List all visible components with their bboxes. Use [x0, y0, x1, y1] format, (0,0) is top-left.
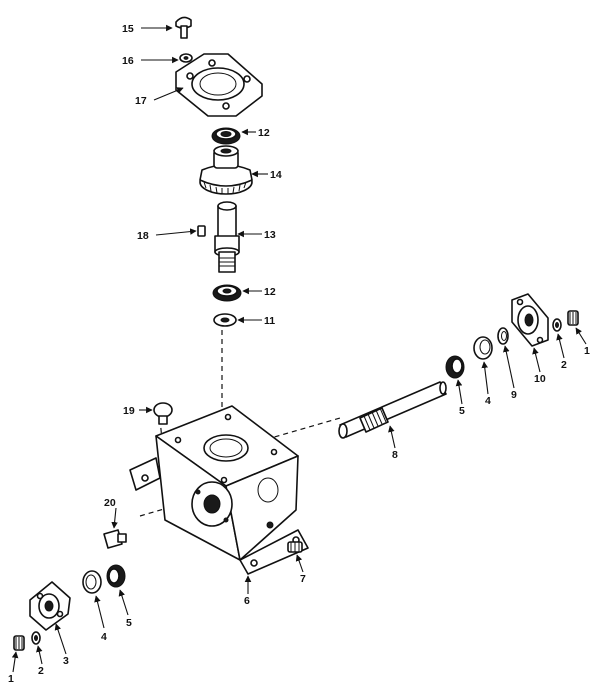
callout-20: 20 — [104, 497, 116, 509]
retaining-ring — [497, 327, 509, 345]
callout-9: 9 — [511, 389, 517, 401]
left-lock-washer — [31, 631, 41, 645]
right-cap-screw — [567, 310, 579, 326]
callout-1-right: 1 — [584, 345, 590, 357]
right-spacer — [473, 336, 493, 360]
callout-16: 16 — [122, 55, 134, 67]
callout-18: 18 — [137, 230, 149, 242]
left-cap-screw — [13, 635, 25, 651]
top-cap-screw — [175, 16, 192, 39]
cover-plate — [175, 53, 263, 117]
callout-8: 8 — [392, 449, 398, 461]
side-plug — [103, 529, 127, 549]
callout-5-right: 5 — [459, 405, 465, 417]
callout-12-upper: 12 — [258, 127, 270, 139]
callout-labels: 15 16 17 12 14 18 13 12 11 19 20 6 7 8 5… — [8, 23, 590, 685]
callout-7: 7 — [300, 573, 306, 585]
left-spacer — [82, 570, 102, 594]
callout-6: 6 — [244, 595, 250, 607]
callout-19: 19 — [123, 405, 135, 417]
bevel-gear — [199, 145, 253, 195]
callout-2-right: 2 — [561, 359, 567, 371]
left-end-flange — [29, 581, 71, 631]
top-lock-washer — [179, 53, 193, 63]
callout-10: 10 — [534, 373, 546, 385]
upper-bearing — [211, 127, 241, 145]
callout-11: 11 — [264, 315, 275, 327]
callout-14: 14 — [270, 169, 282, 181]
right-pinion-bearing — [445, 355, 465, 379]
callout-5-left: 5 — [126, 617, 132, 629]
shaft-key — [197, 225, 206, 237]
callout-4-right: 4 — [485, 395, 491, 407]
lower-bearing — [212, 284, 242, 302]
leader-lines — [11, 24, 587, 673]
input-shaft — [338, 381, 447, 439]
right-lock-washer — [552, 318, 562, 332]
gearbox-housing — [129, 405, 309, 575]
thrust-washer — [213, 313, 237, 327]
callout-2-left: 2 — [38, 665, 44, 677]
right-end-flange — [511, 293, 549, 347]
callout-15: 15 — [122, 23, 134, 35]
left-pinion-bearing — [106, 564, 126, 588]
drain-plug — [287, 541, 303, 553]
vertical-shaft — [214, 201, 240, 273]
fill-plug — [153, 402, 173, 425]
callout-13: 13 — [264, 229, 276, 241]
callout-4-left: 4 — [101, 631, 107, 643]
callout-17: 17 — [135, 95, 147, 107]
callout-12-lower: 12 — [264, 286, 276, 298]
callout-3: 3 — [63, 655, 69, 667]
callout-1-left: 1 — [8, 673, 14, 685]
